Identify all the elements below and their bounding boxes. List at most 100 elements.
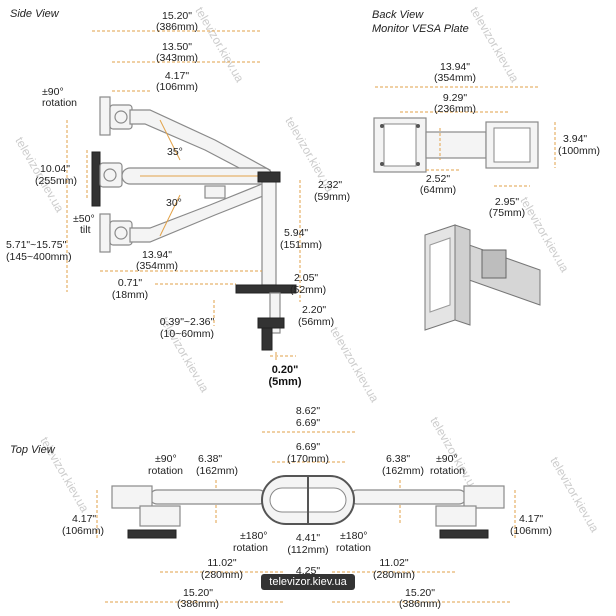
dim-label: 10.04" xyxy=(40,163,70,175)
dim-label: (386mm) xyxy=(399,598,441,610)
watermark: televizor.kiev.ua xyxy=(327,325,382,405)
dim-label: 2.95" xyxy=(495,196,519,208)
dim-label: 3.94" xyxy=(563,133,587,145)
vesa-arm xyxy=(425,131,487,159)
rotation-label: rotation xyxy=(233,542,268,554)
back-view-title: Back View xyxy=(372,9,424,21)
tilt-label: ±50° xyxy=(73,213,95,225)
monitor-bracket-middle xyxy=(91,151,123,207)
dim-label: 6.69" xyxy=(296,417,320,429)
dim-label: 2.20" xyxy=(302,304,326,316)
dim-label: 0.20" xyxy=(272,364,299,376)
rotation-label: ±90° xyxy=(436,453,458,465)
dim-label: (151mm) xyxy=(280,239,322,251)
arm-guide xyxy=(159,194,181,237)
top-view-title: Top View xyxy=(10,444,56,456)
dim-label: 4.41" xyxy=(296,532,320,544)
dim-label: (255mm) xyxy=(35,175,77,187)
angle-label: 30° xyxy=(166,197,182,209)
dim-label: 6.38" xyxy=(198,453,222,465)
top-arm-right xyxy=(349,489,467,505)
rotation-label: rotation xyxy=(148,465,183,477)
dim-label: (170mm) xyxy=(287,453,329,465)
pole xyxy=(261,174,277,286)
clamp-screw xyxy=(257,317,285,329)
dim-label: 11.02" xyxy=(379,557,408,569)
dim-label: (18mm) xyxy=(112,289,148,301)
dim-label: (56mm) xyxy=(298,316,334,328)
dim-label: (100mm) xyxy=(558,145,600,157)
dim-label: 13.94" xyxy=(142,249,172,261)
clamp-knob xyxy=(261,327,273,351)
angle-label: 35° xyxy=(167,146,183,158)
dim-label: (386mm) xyxy=(156,21,198,33)
dim-label: 2.32" xyxy=(318,179,342,191)
dim-label: (162mm) xyxy=(382,465,424,477)
watermark-credit: televizor.kiev.ua xyxy=(0,574,616,590)
dim-label: 15.20" xyxy=(183,587,213,599)
arm-joint xyxy=(204,185,226,199)
rotation-label: rotation xyxy=(42,97,77,109)
dim-label: (10~60mm) xyxy=(160,328,214,340)
rotation-label: ±90° xyxy=(155,453,177,465)
dim-label: (52mm) xyxy=(290,284,326,296)
dim-label: (386mm) xyxy=(177,598,219,610)
dim-label: (106mm) xyxy=(156,81,198,93)
clamp-plate xyxy=(235,284,297,294)
dim-label: 13.94" xyxy=(440,61,470,73)
dim-label: 11.02" xyxy=(207,557,236,569)
dim-label: (236mm) xyxy=(434,103,476,115)
top-arm-left xyxy=(149,489,267,505)
dim-label: (106mm) xyxy=(62,525,104,537)
watermark: televizor.kiev.ua xyxy=(517,195,572,275)
watermark: televizor.kiev.ua xyxy=(192,5,247,85)
watermark: televizor.kiev.ua xyxy=(547,455,602,535)
dim-label: 13.50" xyxy=(162,41,192,53)
vesa-bracket-render xyxy=(424,224,541,331)
side-view-title: Side View xyxy=(10,8,60,20)
rotation-label: rotation xyxy=(430,465,465,477)
dim-label: (280mm) xyxy=(373,569,415,581)
dim-label: 5.71"~15.75" xyxy=(6,239,67,251)
dim-label: (354mm) xyxy=(434,72,476,84)
monitor-bracket-upper xyxy=(99,96,133,136)
dim-label: 2.05" xyxy=(294,272,318,284)
credit-text: televizor.kiev.ua xyxy=(261,574,355,590)
dim-label: (145~400mm) xyxy=(6,251,72,263)
rotation-label: ±180° xyxy=(240,530,267,542)
pole-cap xyxy=(257,171,281,183)
top-head-right xyxy=(435,485,505,539)
rotation-label: ±180° xyxy=(340,530,367,542)
rotation-label: rotation xyxy=(336,542,371,554)
dim-label: (64mm) xyxy=(420,184,456,196)
dim-label: (5mm) xyxy=(268,376,301,388)
rotation-label: ±90° xyxy=(42,86,64,98)
dim-label: 0.39"~2.36" xyxy=(160,316,215,328)
back-view-subtitle: Monitor VESA Plate xyxy=(372,23,469,35)
dim-label: (59mm) xyxy=(314,191,350,203)
top-head-left xyxy=(111,485,181,539)
dim-label: (162mm) xyxy=(196,465,238,477)
vesa-plate-right xyxy=(485,121,539,169)
dim-label: 9.29" xyxy=(443,92,467,104)
dim-label: 4.17" xyxy=(519,513,543,525)
dim-label: 5.94" xyxy=(284,227,308,239)
monitor-bracket-lower xyxy=(99,213,133,253)
dim-label: 6.69" xyxy=(296,441,320,453)
dim-label: (112mm) xyxy=(287,544,328,556)
dim-label: (354mm) xyxy=(136,260,178,272)
arm-guide xyxy=(159,119,181,161)
dim-label: (280mm) xyxy=(201,569,243,581)
dim-label: 15.20" xyxy=(405,587,435,599)
arm-lower xyxy=(129,183,269,243)
clamp-body xyxy=(269,292,281,334)
dim-label: (106mm) xyxy=(510,525,552,537)
dim-label: 15.20" xyxy=(162,10,192,22)
dim-label: (75mm) xyxy=(489,207,525,219)
tilt-label: tilt xyxy=(80,224,91,236)
dim-label: 4.17" xyxy=(72,513,96,525)
dim-label: 8.62" xyxy=(296,405,320,417)
vesa-plate-left xyxy=(373,117,427,173)
